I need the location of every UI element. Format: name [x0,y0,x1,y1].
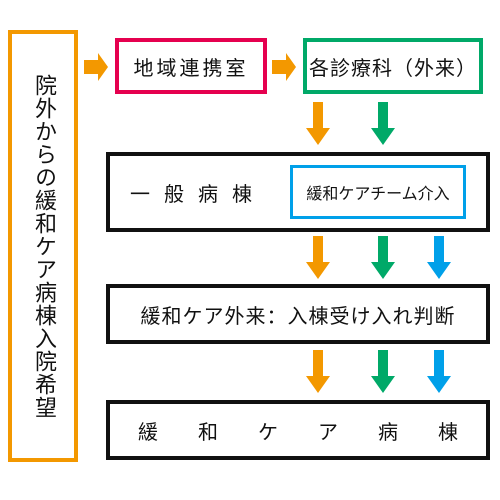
general-ward-label: 一般病棟 [130,181,266,206]
outside-admission-request-box: 院外からの緩和ケア病棟入院希望 [8,30,78,462]
palliative-care-team-label: 緩和ケアチーム介入 [306,184,450,203]
palliative-care-ward-char: 棟 [438,419,458,444]
arrow-down-icon [306,350,330,393]
arrow-down-icon [306,236,330,279]
arrow-down-icon [371,350,395,393]
outpatient-departments-box: 各診療科（外来） [303,38,483,94]
regional-liaison-office-box: 地域連携室 [115,38,267,94]
arrow-down-icon [371,236,395,279]
palliative-care-ward-char: 和 [198,419,218,444]
palliative-care-ward-box: 緩 和 ケ ア 病 棟 [106,400,490,460]
palliative-care-ward-char: 病 [378,419,398,444]
regional-liaison-office-label: 地域連携室 [133,55,249,80]
arrow-down-icon [306,102,330,145]
arrow-right-icon [272,53,296,81]
arrow-right-icon [84,53,108,81]
palliative-care-ward-char: ア [318,419,338,444]
palliative-care-ward-char: ケ [258,419,278,444]
arrow-down-icon [427,236,451,279]
palliative-care-team-box: 緩和ケアチーム介入 [290,165,466,219]
palliative-outpatient-box: 緩和ケア外来：入棟受け入れ判断 [106,284,490,344]
outside-admission-request-label: 院外からの緩和ケア病棟入院希望 [31,73,56,419]
arrow-down-icon [371,102,395,145]
outpatient-departments-label: 各診療科（外来） [309,55,477,80]
palliative-care-ward-char: 緩 [138,419,158,444]
palliative-outpatient-label: 緩和ケア外来：入棟受け入れ判断 [140,303,456,328]
arrow-down-icon [427,350,451,393]
